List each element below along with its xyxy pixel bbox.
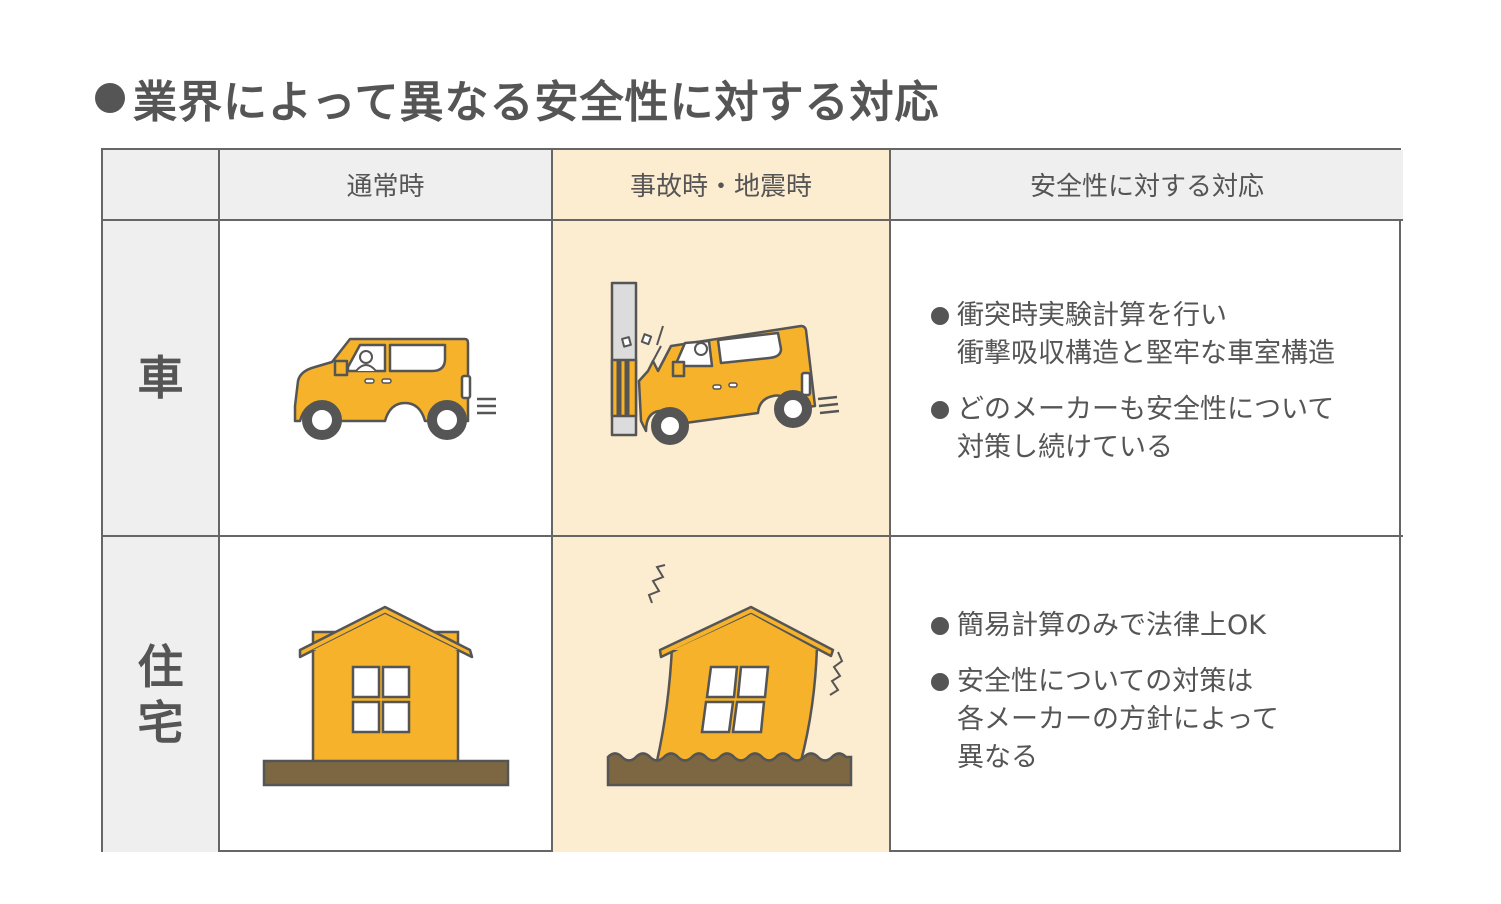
header-accident: 事故時・地震時 (553, 150, 891, 221)
house-normal-cell (220, 537, 553, 852)
car-accident-cell (553, 221, 891, 537)
page-title: 業界によって異なる安全性に対する対応 (95, 66, 939, 130)
header-safety: 安全性に対する対応 (891, 150, 1403, 221)
car-normal-illustration (293, 337, 496, 440)
header-empty (103, 150, 220, 221)
house-bullet-2: 安全性についての対策は 各メーカーの方針によって 異なる (931, 663, 1279, 777)
row-label-house: 住 宅 (103, 537, 220, 852)
title-text: 業界によって異なる安全性に対する対応 (133, 77, 940, 128)
header-normal: 通常時 (220, 150, 553, 221)
house-bullet-list: 簡易計算のみで法律上OK 安全性についての対策は 各メーカーの方針によって 異な… (931, 607, 1279, 795)
car-safety-cell: 衝突時実験計算を行い 衝撃吸収構造と堅牢な車室構造 どのメーカーも安全性について… (891, 221, 1403, 537)
bullet-icon (95, 83, 125, 113)
car-bullet-list: 衝突時実験計算を行い 衝撃吸収構造と堅牢な車室構造 どのメーカーも安全性について… (931, 297, 1335, 485)
comparison-table: 通常時 事故時・地震時 安全性に対する対応 車 (101, 148, 1403, 852)
bullet-line: 各メーカーの方針によって (957, 704, 1279, 735)
bullet-line: どのメーカーも安全性について (957, 394, 1335, 425)
car-normal-cell (220, 221, 553, 537)
bullet-line: 安全性についての対策は (957, 666, 1254, 697)
bullet-line: 異なる (957, 742, 1038, 773)
house-safety-cell: 簡易計算のみで法律上OK 安全性についての対策は 各メーカーの方針によって 異な… (891, 537, 1403, 852)
bullet-line: 衝撃吸収構造と堅牢な車室構造 (957, 338, 1335, 369)
house-normal-illustration (262, 605, 510, 787)
car-bullet-1: 衝突時実験計算を行い 衝撃吸収構造と堅牢な車室構造 (931, 297, 1335, 373)
bullet-line: 対策し続けている (957, 432, 1173, 463)
row-label-char: 宅 (137, 695, 184, 750)
car-crash-illustration (610, 281, 840, 445)
house-earthquake-illustration (606, 564, 853, 787)
house-bullet-1: 簡易計算のみで法律上OK (931, 607, 1279, 645)
row-label-car: 車 (103, 221, 220, 537)
row-label-char: 住 (137, 639, 184, 694)
house-earthquake-cell (553, 537, 891, 852)
car-bullet-2: どのメーカーも安全性について 対策し続けている (931, 391, 1335, 467)
bullet-line: 簡易計算のみで法律上OK (957, 610, 1266, 641)
bullet-line: 衝突時実験計算を行い (957, 300, 1227, 331)
